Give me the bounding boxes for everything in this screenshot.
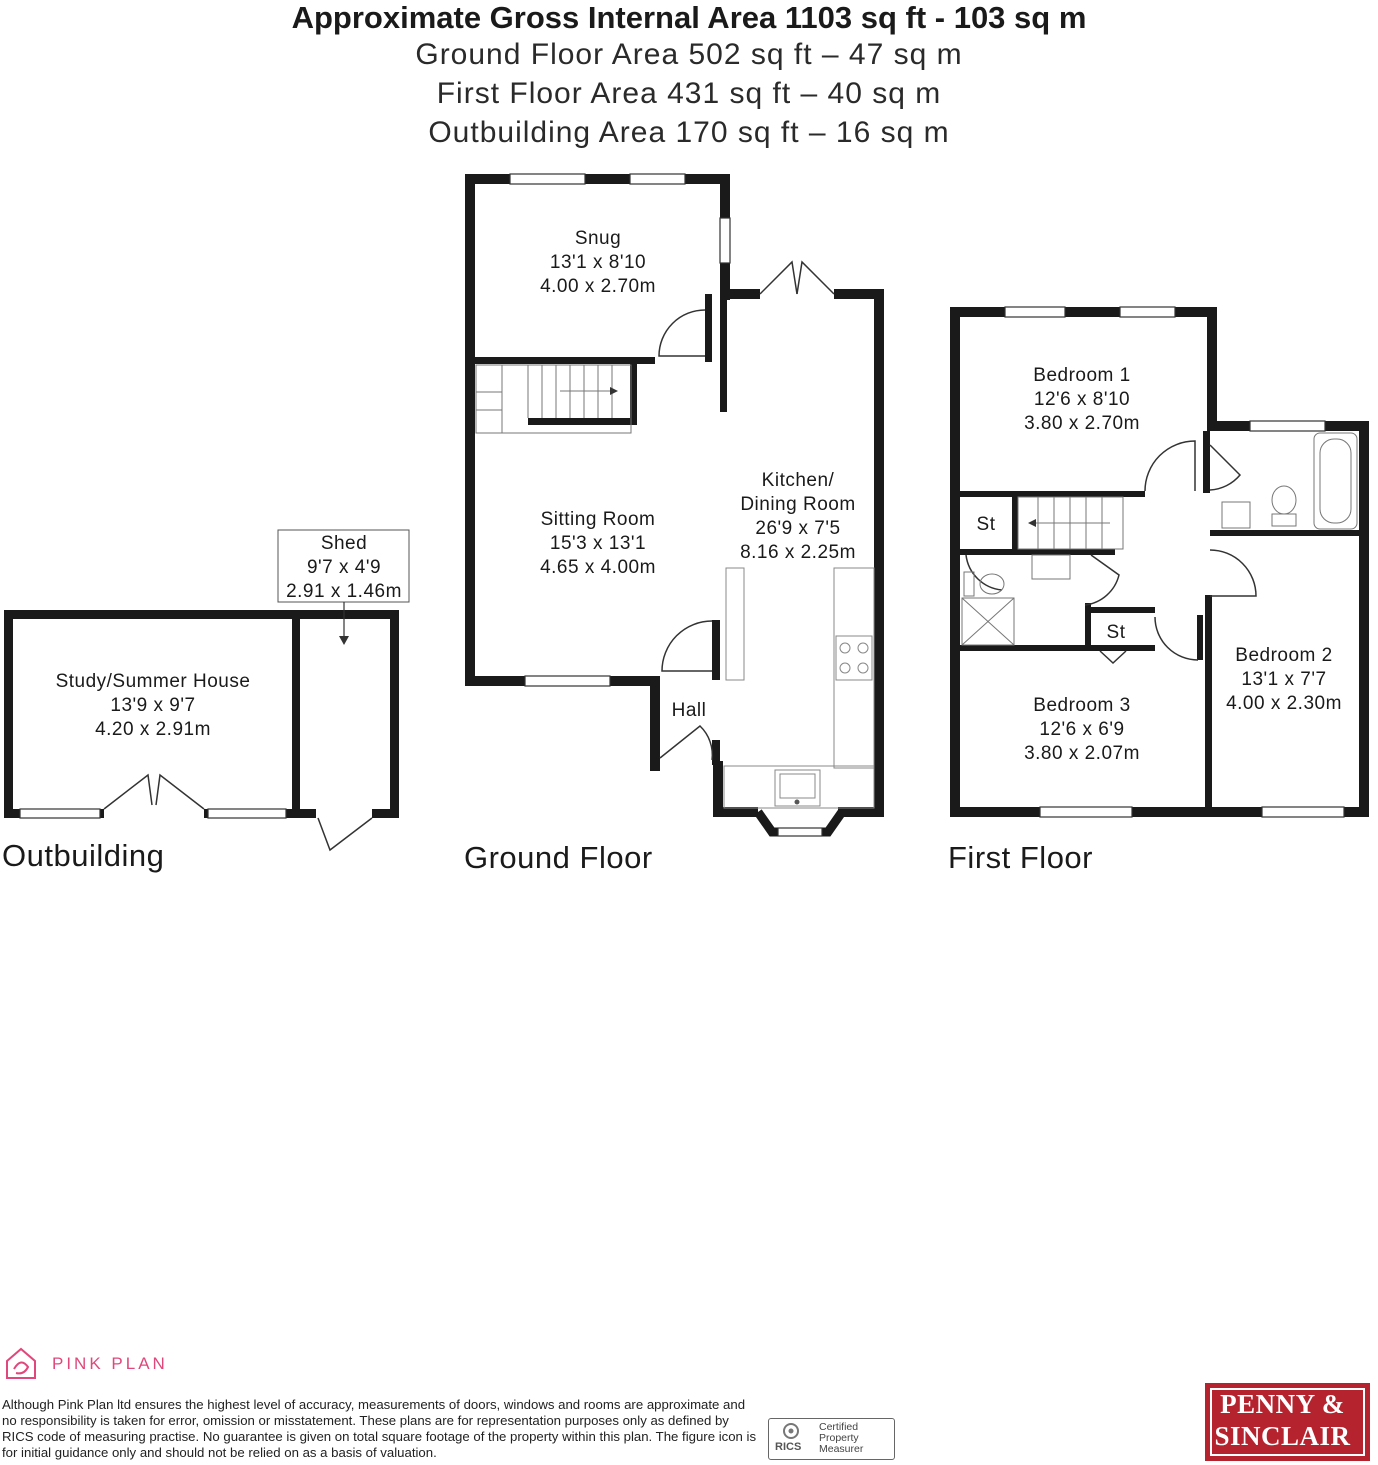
shed-metric: 2.91 x 1.46m: [286, 581, 402, 602]
disclaimer: Although Pink Plan ltd ensures the highe…: [2, 1397, 757, 1460]
shed-imperial: 9'7 x 4'9: [307, 557, 381, 578]
bedroom1-imperial: 12'6 x 8'10: [1034, 389, 1130, 410]
sitting-room-name: Sitting Room: [541, 509, 656, 530]
kitchen-name-1: Kitchen/: [762, 470, 835, 491]
agent-logo: PENNY & SINCLAIR: [1205, 1383, 1370, 1461]
bedroom2-name: Bedroom 2: [1235, 645, 1332, 666]
gross-area-title: Approximate Gross Internal Area 1103 sq …: [291, 0, 1087, 35]
study-metric: 4.20 x 2.91m: [95, 719, 211, 740]
kitchen-metric: 8.16 x 2.25m: [740, 542, 856, 563]
bedroom3-imperial: 12'6 x 6'9: [1039, 719, 1124, 740]
brand-name: PINK PLAN: [52, 1354, 168, 1373]
study-imperial: 13'9 x 9'7: [110, 695, 195, 716]
bedroom2-metric: 4.00 x 2.30m: [1226, 693, 1342, 714]
store-label-1: St: [977, 514, 996, 535]
bedroom1-metric: 3.80 x 2.70m: [1024, 413, 1140, 434]
agent-name-line1: PENNY &: [1220, 1389, 1345, 1419]
store-label-2: St: [1107, 622, 1126, 643]
rics-logo-icon: [783, 1423, 799, 1439]
first-floor-area: First Floor Area 431 sq ft – 40 sq m: [436, 77, 942, 110]
outbuilding-plan: [4, 529, 410, 852]
kitchen-imperial: 26'9 x 7'5: [755, 518, 840, 539]
ground-floor-area: Ground Floor Area 502 sq ft – 47 sq m: [415, 38, 963, 71]
snug-metric: 4.00 x 2.70m: [540, 276, 656, 297]
ground-floor-plan: [465, 173, 884, 837]
first-floor-plan: [950, 306, 1369, 818]
bedroom2-imperial: 13'1 x 7'7: [1241, 669, 1326, 690]
rics-badge: RICS Certified Property Measurer: [768, 1418, 895, 1460]
rics-text: RICS: [775, 1441, 802, 1453]
hall-name: Hall: [672, 700, 707, 721]
sitting-room-imperial: 15'3 x 13'1: [550, 533, 646, 554]
floor-plan: Shed 9'7 x 4'9 2.91 x 1.46m Study/Summer…: [2, 173, 1369, 875]
outbuilding-area: Outbuilding Area 170 sq ft – 16 sq m: [428, 116, 950, 149]
snug-imperial: 13'1 x 8'10: [550, 252, 646, 273]
first-floor-label: First Floor: [948, 840, 1093, 875]
study-name: Study/Summer House: [56, 671, 251, 692]
kitchen-name-2: Dining Room: [740, 494, 855, 515]
sitting-room-metric: 4.65 x 4.00m: [540, 557, 656, 578]
outbuilding-label: Outbuilding: [2, 838, 164, 873]
shed-name: Shed: [321, 533, 367, 554]
bedroom3-metric: 3.80 x 2.07m: [1024, 743, 1140, 764]
ground-floor-label: Ground Floor: [464, 840, 653, 875]
snug-name: Snug: [575, 228, 621, 249]
certified-measurer-text: Certified Property Measurer: [819, 1421, 864, 1455]
agent-name-line2: SINCLAIR: [1214, 1421, 1351, 1451]
bedroom1-name: Bedroom 1: [1033, 365, 1130, 386]
bedroom3-name: Bedroom 3: [1033, 695, 1130, 716]
house-logo-icon: [6, 1347, 36, 1379]
